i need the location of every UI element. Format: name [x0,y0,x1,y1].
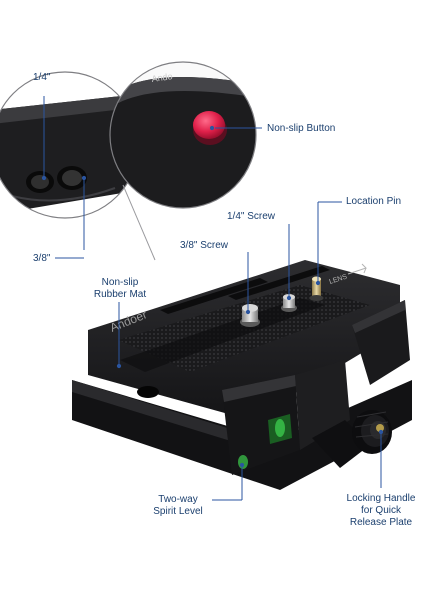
label-quarter-inch-screw: 1/4" Screw [227,211,276,222]
label-location-pin: Location Pin [346,196,402,207]
label-non-slip-button: Non-slip Button [267,123,336,134]
label-locking-handle-line-2: for Quick [360,505,401,516]
label-locking-handle-line-3: Release Plate [349,517,413,528]
brand-marking-partial: Ando [151,71,173,84]
location-pin-graphic [312,279,321,297]
label-three-eighths-screw: 3/8" Screw [180,240,229,251]
label-rubber-mat-line-1: Non-slip [101,277,139,288]
quick-release-clamp: Andoer LENS [72,260,412,490]
non-slip-button-graphic [193,111,225,139]
label-quarter-inch-hole: 1/4" [33,72,51,83]
callout-lines [41,96,384,501]
detail-inset-button: Ando [109,61,257,209]
locking-knob-graphic [352,410,392,454]
spirit-level-graphic [275,419,285,437]
label-locking-handle: Locking Handle for Quick Release Plate [340,493,422,529]
label-rubber-mat-line-2: Rubber Mat [93,289,147,300]
quarter-inch-screw-graphic [283,297,295,308]
detail-inset-holes [0,71,139,219]
label-rubber-mat: Non-slip Rubber Mat [80,277,160,301]
inset-connector-line [122,184,156,261]
label-three-eighths-hole: 3/8" [33,253,51,264]
label-spirit-level-line-2: Spirit Level [153,506,203,517]
label-spirit-level-line-1: Two-way [158,494,198,505]
label-spirit-level: Two-way Spirit Level [145,494,211,518]
label-locking-handle-line-1: Locking Handle [346,493,416,504]
